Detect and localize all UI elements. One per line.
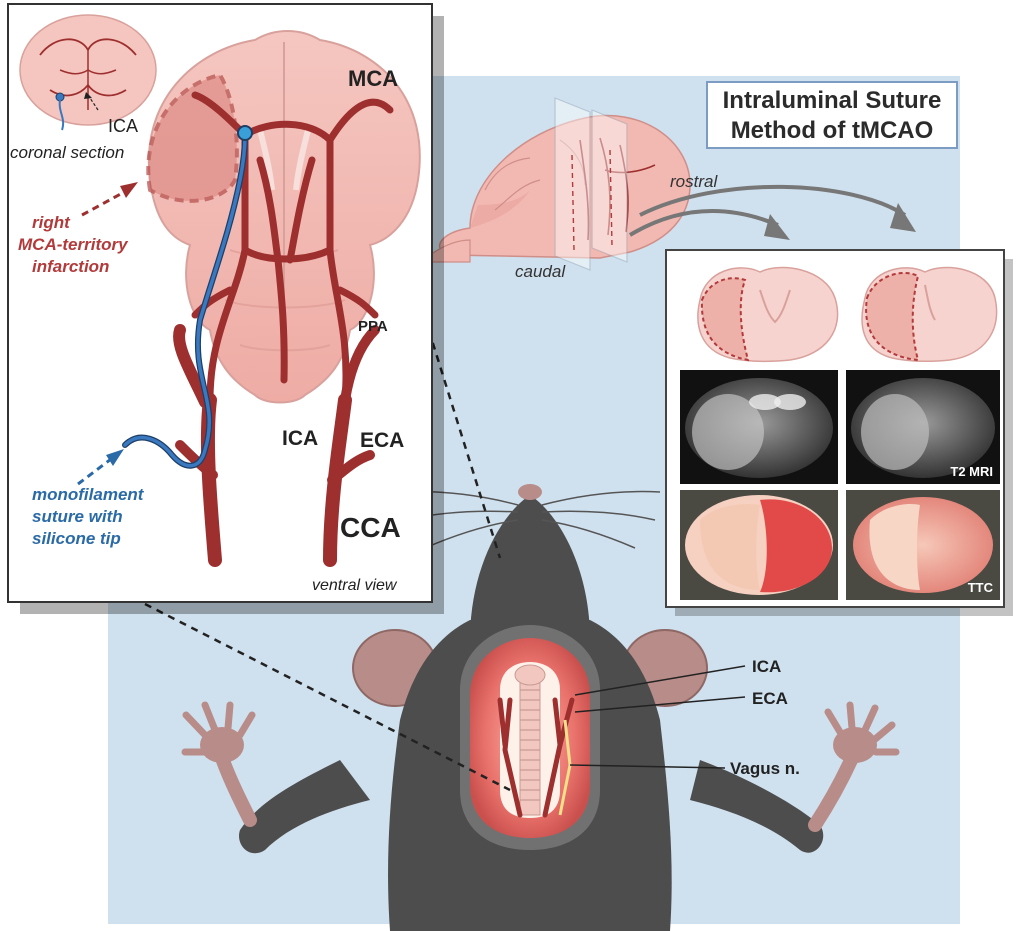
mouse: ICA ECA Vagus n. bbox=[181, 484, 900, 931]
coronal-schematic-1 bbox=[697, 266, 839, 363]
coronal-section-mini bbox=[19, 14, 157, 131]
mca-label: MCA bbox=[348, 66, 398, 91]
suture-label-line2: suture with bbox=[32, 507, 123, 526]
brain-inset: ICA coronal section bbox=[7, 3, 444, 614]
mri-label: T2 MRI bbox=[950, 464, 993, 479]
title-line2: Method of tMCAO bbox=[731, 117, 934, 144]
slice-arrows bbox=[628, 184, 907, 237]
ventral-view-label: ventral view bbox=[312, 577, 398, 594]
suture-label-line3: silicone tip bbox=[32, 529, 121, 548]
suture-arrow bbox=[77, 454, 116, 486]
rostral-label: rostral bbox=[670, 172, 718, 191]
mouse-nose bbox=[518, 484, 542, 500]
right-arm bbox=[690, 760, 824, 853]
zoom-lines bbox=[144, 317, 511, 792]
coronal-ica-label: ICA bbox=[108, 116, 138, 136]
eca-label: ECA bbox=[360, 429, 404, 452]
ppa-label: PPA bbox=[358, 318, 388, 335]
results-panel: T2 MRI TTC bbox=[665, 249, 1013, 616]
mouse-head bbox=[470, 495, 590, 640]
title-box: Intraluminal Suture Method of tMCAO bbox=[706, 81, 958, 149]
slice-plane-2 bbox=[591, 109, 628, 263]
infarct-label-line2: MCA-territory bbox=[18, 235, 129, 254]
left-paw bbox=[181, 701, 257, 827]
cca-label: CCA bbox=[340, 512, 401, 543]
infarct-label-line3: infarction bbox=[32, 257, 109, 276]
coronal-section-label: coronal section bbox=[10, 143, 124, 162]
trachea bbox=[514, 664, 546, 816]
silicone-tip bbox=[237, 125, 253, 141]
ica-label: ICA bbox=[282, 427, 318, 450]
suture-label-line1: monofilament bbox=[32, 485, 145, 504]
arrow-head-2 bbox=[890, 203, 916, 232]
arrow-head-1 bbox=[764, 214, 790, 240]
sagittal-brain: rostral caudal bbox=[429, 97, 718, 281]
ttc-label: TTC bbox=[968, 580, 994, 595]
title-line1: Intraluminal Suture bbox=[723, 87, 942, 114]
left-arm bbox=[239, 760, 370, 854]
caudal-label: caudal bbox=[515, 262, 566, 281]
right-paw bbox=[808, 701, 900, 832]
vagus-label: Vagus n. bbox=[730, 759, 800, 778]
mouse-eca-label: ECA bbox=[752, 689, 788, 708]
coronal-schematic-2 bbox=[861, 266, 998, 363]
mouse-ica-label: ICA bbox=[752, 657, 781, 676]
circle-of-willis bbox=[191, 91, 394, 404]
infarct-label-line1: right bbox=[32, 213, 71, 232]
